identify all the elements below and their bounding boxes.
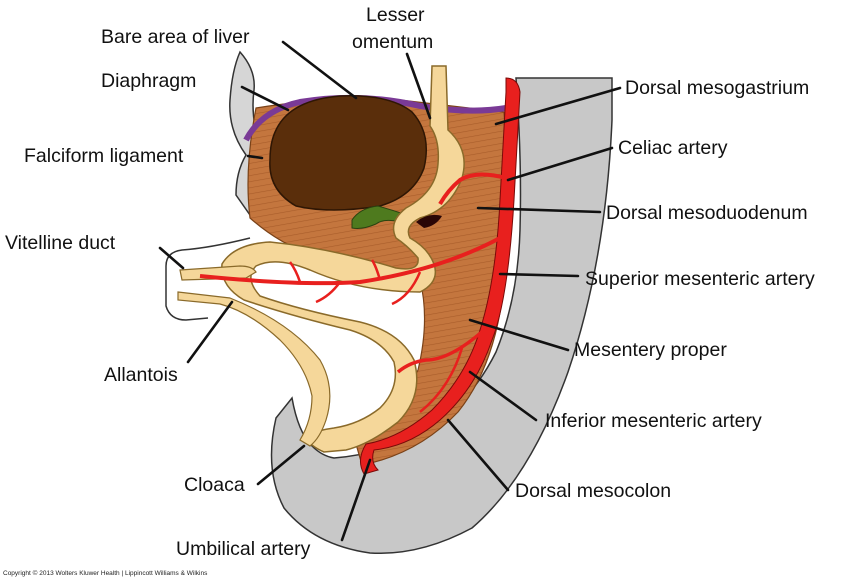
- allantois: [177, 291, 331, 447]
- leader-lesser-omentum: [405, 52, 432, 120]
- superior-mesenteric-artery-branch: [199, 236, 501, 286]
- label-vitelline-duct: Vitelline duct: [5, 232, 116, 254]
- leader-dorsal-mesoduodenum: [476, 206, 602, 214]
- leader-dorsal-mesocolon: [446, 418, 510, 492]
- label-celiac-artery: Celiac artery: [618, 137, 728, 159]
- liver: [269, 95, 427, 211]
- leader-umbilical-artery: [340, 458, 372, 542]
- pancreas-bud: [416, 214, 442, 228]
- leader-superior-mesenteric-artery: [498, 272, 580, 278]
- vitelline-duct: [179, 265, 257, 281]
- sma-twig-1: [391, 271, 422, 306]
- leader-vitelline-duct: [158, 246, 185, 270]
- leader-dorsal-mesogastrium: [494, 86, 622, 126]
- dorsal-body-wall: [270, 77, 613, 555]
- label-lesser-omentum-line1: Lesser: [366, 4, 425, 26]
- label-dorsal-mesoduodenum: Dorsal mesoduodenum: [606, 202, 808, 224]
- leader-inferior-mesenteric-artery: [468, 370, 538, 422]
- label-falciform-ligament: Falciform ligament: [24, 145, 184, 167]
- label-allantois: Allantois: [104, 364, 178, 386]
- sma-twig-4: [370, 259, 382, 281]
- leader-mesentery-proper: [468, 318, 570, 352]
- celiac-artery-branch: [438, 172, 507, 206]
- leader-diaphragm: [240, 85, 290, 112]
- label-umbilical-artery: Umbilical artery: [176, 538, 311, 560]
- label-cloaca: Cloaca: [184, 474, 245, 496]
- leader-celiac-artery: [506, 146, 614, 182]
- label-dorsal-mesocolon: Dorsal mesocolon: [515, 480, 671, 502]
- leader-allantois: [186, 300, 234, 364]
- leader-cloaca: [256, 444, 306, 486]
- label-mesentery-proper: Mesentery proper: [574, 339, 727, 361]
- leader-bare-area-of-liver: [281, 40, 358, 100]
- inferior-mesenteric-artery-branch: [396, 328, 486, 374]
- copyright-notice: Copyright © 2013 Wolters Kluwer Health |…: [3, 569, 208, 577]
- aorta: [360, 77, 521, 475]
- ima-twig: [419, 347, 464, 413]
- label-lesser-omentum-line2: omentum: [352, 31, 433, 53]
- label-inferior-mesenteric-artery: Inferior mesenteric artery: [545, 410, 762, 432]
- label-bare-area-of-liver: Bare area of liver: [101, 26, 250, 48]
- sma-twig-3: [288, 261, 302, 283]
- label-superior-mesenteric-artery: Superior mesenteric artery: [585, 268, 815, 290]
- label-diaphragm: Diaphragm: [101, 70, 196, 92]
- label-dorsal-mesogastrium: Dorsal mesogastrium: [625, 77, 809, 99]
- leader-falciform-ligament: [246, 154, 264, 160]
- sma-twig-2: [315, 281, 342, 304]
